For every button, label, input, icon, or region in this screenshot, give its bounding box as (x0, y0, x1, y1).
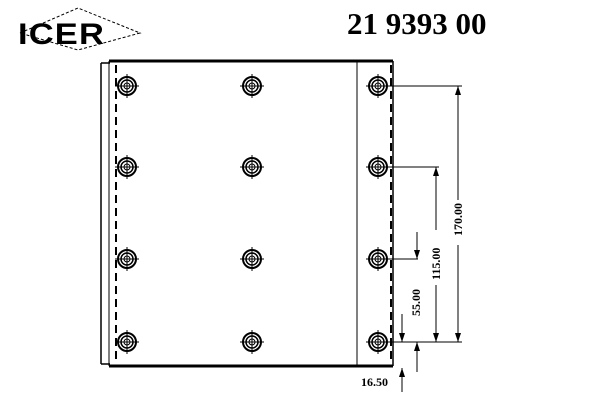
icer-logo: ICER (18, 18, 106, 51)
dimension-16-50: 16.50 (361, 375, 388, 389)
dimension-55: 55.00 (409, 289, 423, 316)
rivet-hole (240, 155, 264, 179)
part-number: 21 9393 00 (347, 6, 487, 41)
logo-diamond (18, 7, 142, 51)
rivet-hole (115, 155, 139, 179)
dimension-lines (385, 85, 462, 392)
dimension-170: 170.00 (451, 203, 465, 236)
rivet-hole (240, 247, 264, 271)
dimension-arrows (399, 86, 461, 377)
dimension-115: 115.00 (429, 248, 443, 280)
rivet-holes (115, 74, 390, 354)
brake-lining-plate (100, 59, 394, 368)
rivet-hole (240, 330, 264, 354)
rivet-hole (115, 74, 139, 98)
rivet-hole (366, 247, 390, 271)
rivet-hole (115, 330, 139, 354)
rivet-hole (115, 247, 139, 271)
rivet-hole (240, 74, 264, 98)
